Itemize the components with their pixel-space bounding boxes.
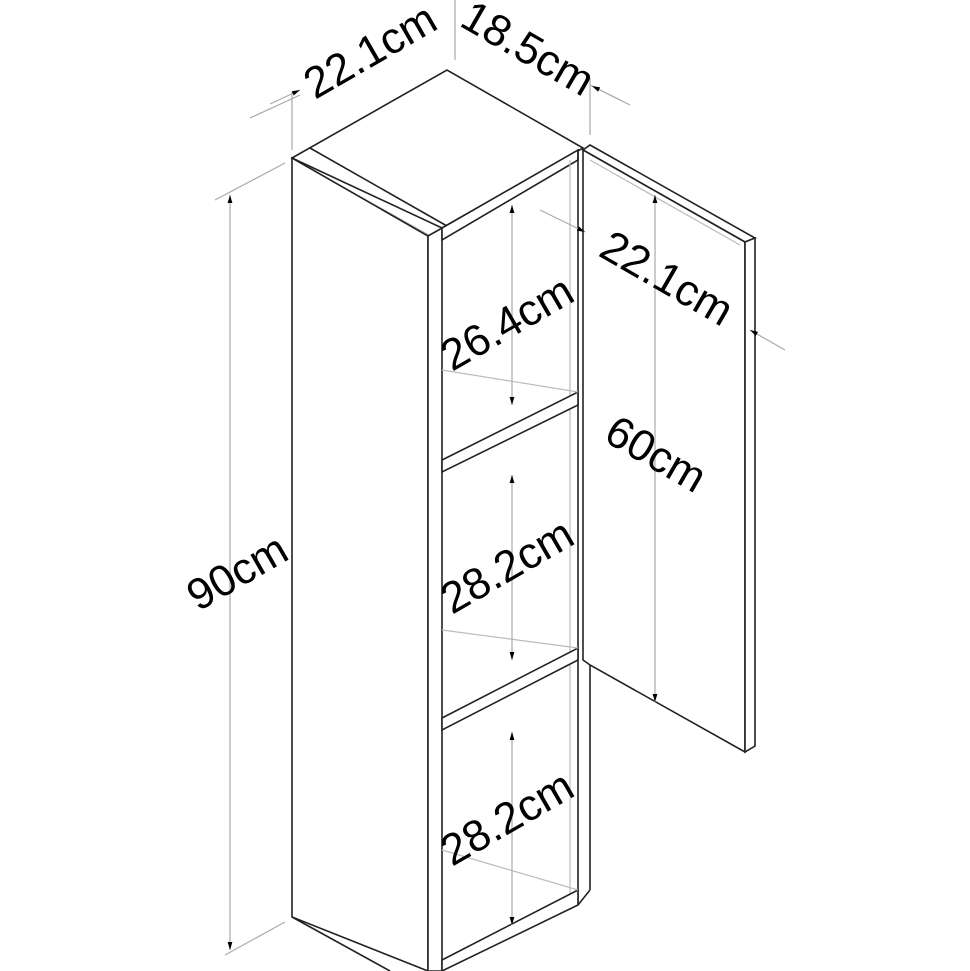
shelf-2 — [441, 646, 579, 732]
bottom-shelf — [441, 888, 579, 971]
door-panel — [582, 148, 746, 754]
shelf-bottom-label: 28.2cm — [433, 761, 582, 876]
shelf-1 — [441, 390, 579, 474]
door-edge — [744, 236, 756, 754]
left-panel-front-edge — [427, 226, 443, 971]
total-height-label: 90cm — [179, 524, 297, 620]
cabinet-door — [581, 144, 757, 754]
shelf-middle-label: 28.2cm — [433, 509, 582, 624]
shelf-top-label: 26.4cm — [433, 266, 582, 381]
cabinet-body — [290, 69, 591, 971]
left-side-panel — [291, 156, 429, 971]
dimension-lines — [214, 0, 786, 956]
